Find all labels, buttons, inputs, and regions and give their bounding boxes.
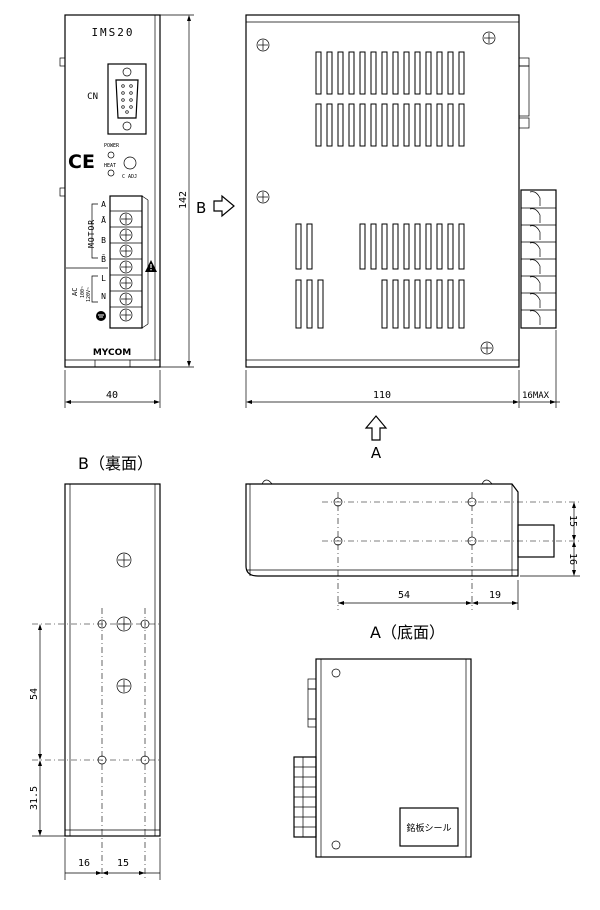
nameplate-label: 銘板シール xyxy=(406,822,451,834)
back-dimensions: 54 31.5 16 15 xyxy=(29,624,161,880)
dim-depth: 110 xyxy=(373,390,391,401)
side-terminal-block xyxy=(520,189,557,329)
side-connector xyxy=(518,57,530,129)
terminal-label: B xyxy=(101,236,106,245)
terminal-screw-icon xyxy=(119,244,133,258)
bottom-view-title: A（底面） xyxy=(370,623,445,642)
nameplate-side-view: 銘板シール xyxy=(293,658,472,858)
vent-slots xyxy=(315,51,465,147)
terminal-screw-icon xyxy=(119,292,133,306)
cn-label: CN xyxy=(87,92,98,102)
terminal-screw-icon xyxy=(119,276,133,290)
side-view: B xyxy=(196,14,557,368)
dim-back-31-5: 31.5 xyxy=(29,786,40,810)
terminal-label: L xyxy=(101,274,106,283)
a-arrow-label: A xyxy=(371,444,382,462)
heat-label: HEAT xyxy=(104,163,116,169)
back-view-title: B（裏面） xyxy=(78,454,153,473)
terminal-screw-icon xyxy=(119,212,133,226)
terminal-screw-icon xyxy=(119,260,133,274)
c-adj-trimmer-icon xyxy=(123,156,137,170)
dim-height: 142 xyxy=(178,191,189,209)
power-led-icon xyxy=(107,151,115,159)
bottom-view: A（底面） xyxy=(245,479,580,642)
dim-bottom-19: 19 xyxy=(489,590,501,601)
dim-bottom-15: 15 xyxy=(567,515,578,527)
front-dimensions: 142 40 xyxy=(64,14,194,408)
ac-label: AC xyxy=(71,288,79,296)
screw-icon xyxy=(256,38,270,52)
terminal-screw-icon xyxy=(119,228,133,242)
model-label: IMS20 xyxy=(91,26,134,39)
cn-connector xyxy=(107,63,147,135)
dim-protrusion: 16MAX xyxy=(522,391,550,401)
power-label: POWER xyxy=(104,143,120,149)
heat-led-icon xyxy=(107,169,115,177)
vent-slots xyxy=(295,223,465,329)
dim-back-15: 15 xyxy=(117,858,129,869)
side-dimensions: 110 16MAX xyxy=(245,330,560,408)
a-arrow: A xyxy=(364,415,388,462)
terminal-label: B̄ xyxy=(101,254,106,264)
b-arrow-label: B xyxy=(196,199,206,217)
screw-icon xyxy=(256,190,270,204)
front-view: IMS20 CN CE POWER HEAT C ADJ xyxy=(59,14,161,368)
dim-back-54: 54 xyxy=(29,688,40,700)
terminal-block: A Ā B B̄ L N xyxy=(101,195,149,329)
dim-bottom-16: 16 xyxy=(567,553,578,565)
dim-width-front: 40 xyxy=(106,390,118,401)
terminal-label: A xyxy=(101,200,106,209)
ce-mark: CE xyxy=(68,151,95,173)
terminal-label: Ā xyxy=(101,215,106,225)
back-view: B（裏面） xyxy=(32,454,161,880)
brand-logo: MYCOM xyxy=(93,348,131,358)
arrow-right-icon xyxy=(213,194,235,218)
nameplate-sticker xyxy=(399,807,459,847)
arrow-up-icon xyxy=(364,415,388,441)
ac-voltage-label: 120V~ xyxy=(86,287,92,302)
cn-pins xyxy=(121,84,133,114)
dim-bottom-54: 54 xyxy=(398,590,410,601)
screw-icon xyxy=(482,31,496,45)
warning-icon xyxy=(145,260,157,272)
ac-voltage-label: 100~ xyxy=(80,286,86,298)
screw-icon xyxy=(116,552,132,568)
nameplate-terminal-block xyxy=(293,756,317,838)
terminal-screw-icon xyxy=(119,308,133,322)
c-adj-label: C ADJ xyxy=(122,174,137,180)
bottom-dimensions: 54 19 15 16 xyxy=(338,502,580,610)
screw-icon xyxy=(480,341,494,355)
ground-icon xyxy=(96,311,106,321)
terminal-label: N xyxy=(101,292,106,301)
dim-back-16: 16 xyxy=(78,858,90,869)
screw-icon xyxy=(116,678,132,694)
motor-label: MOTOR xyxy=(87,219,96,248)
